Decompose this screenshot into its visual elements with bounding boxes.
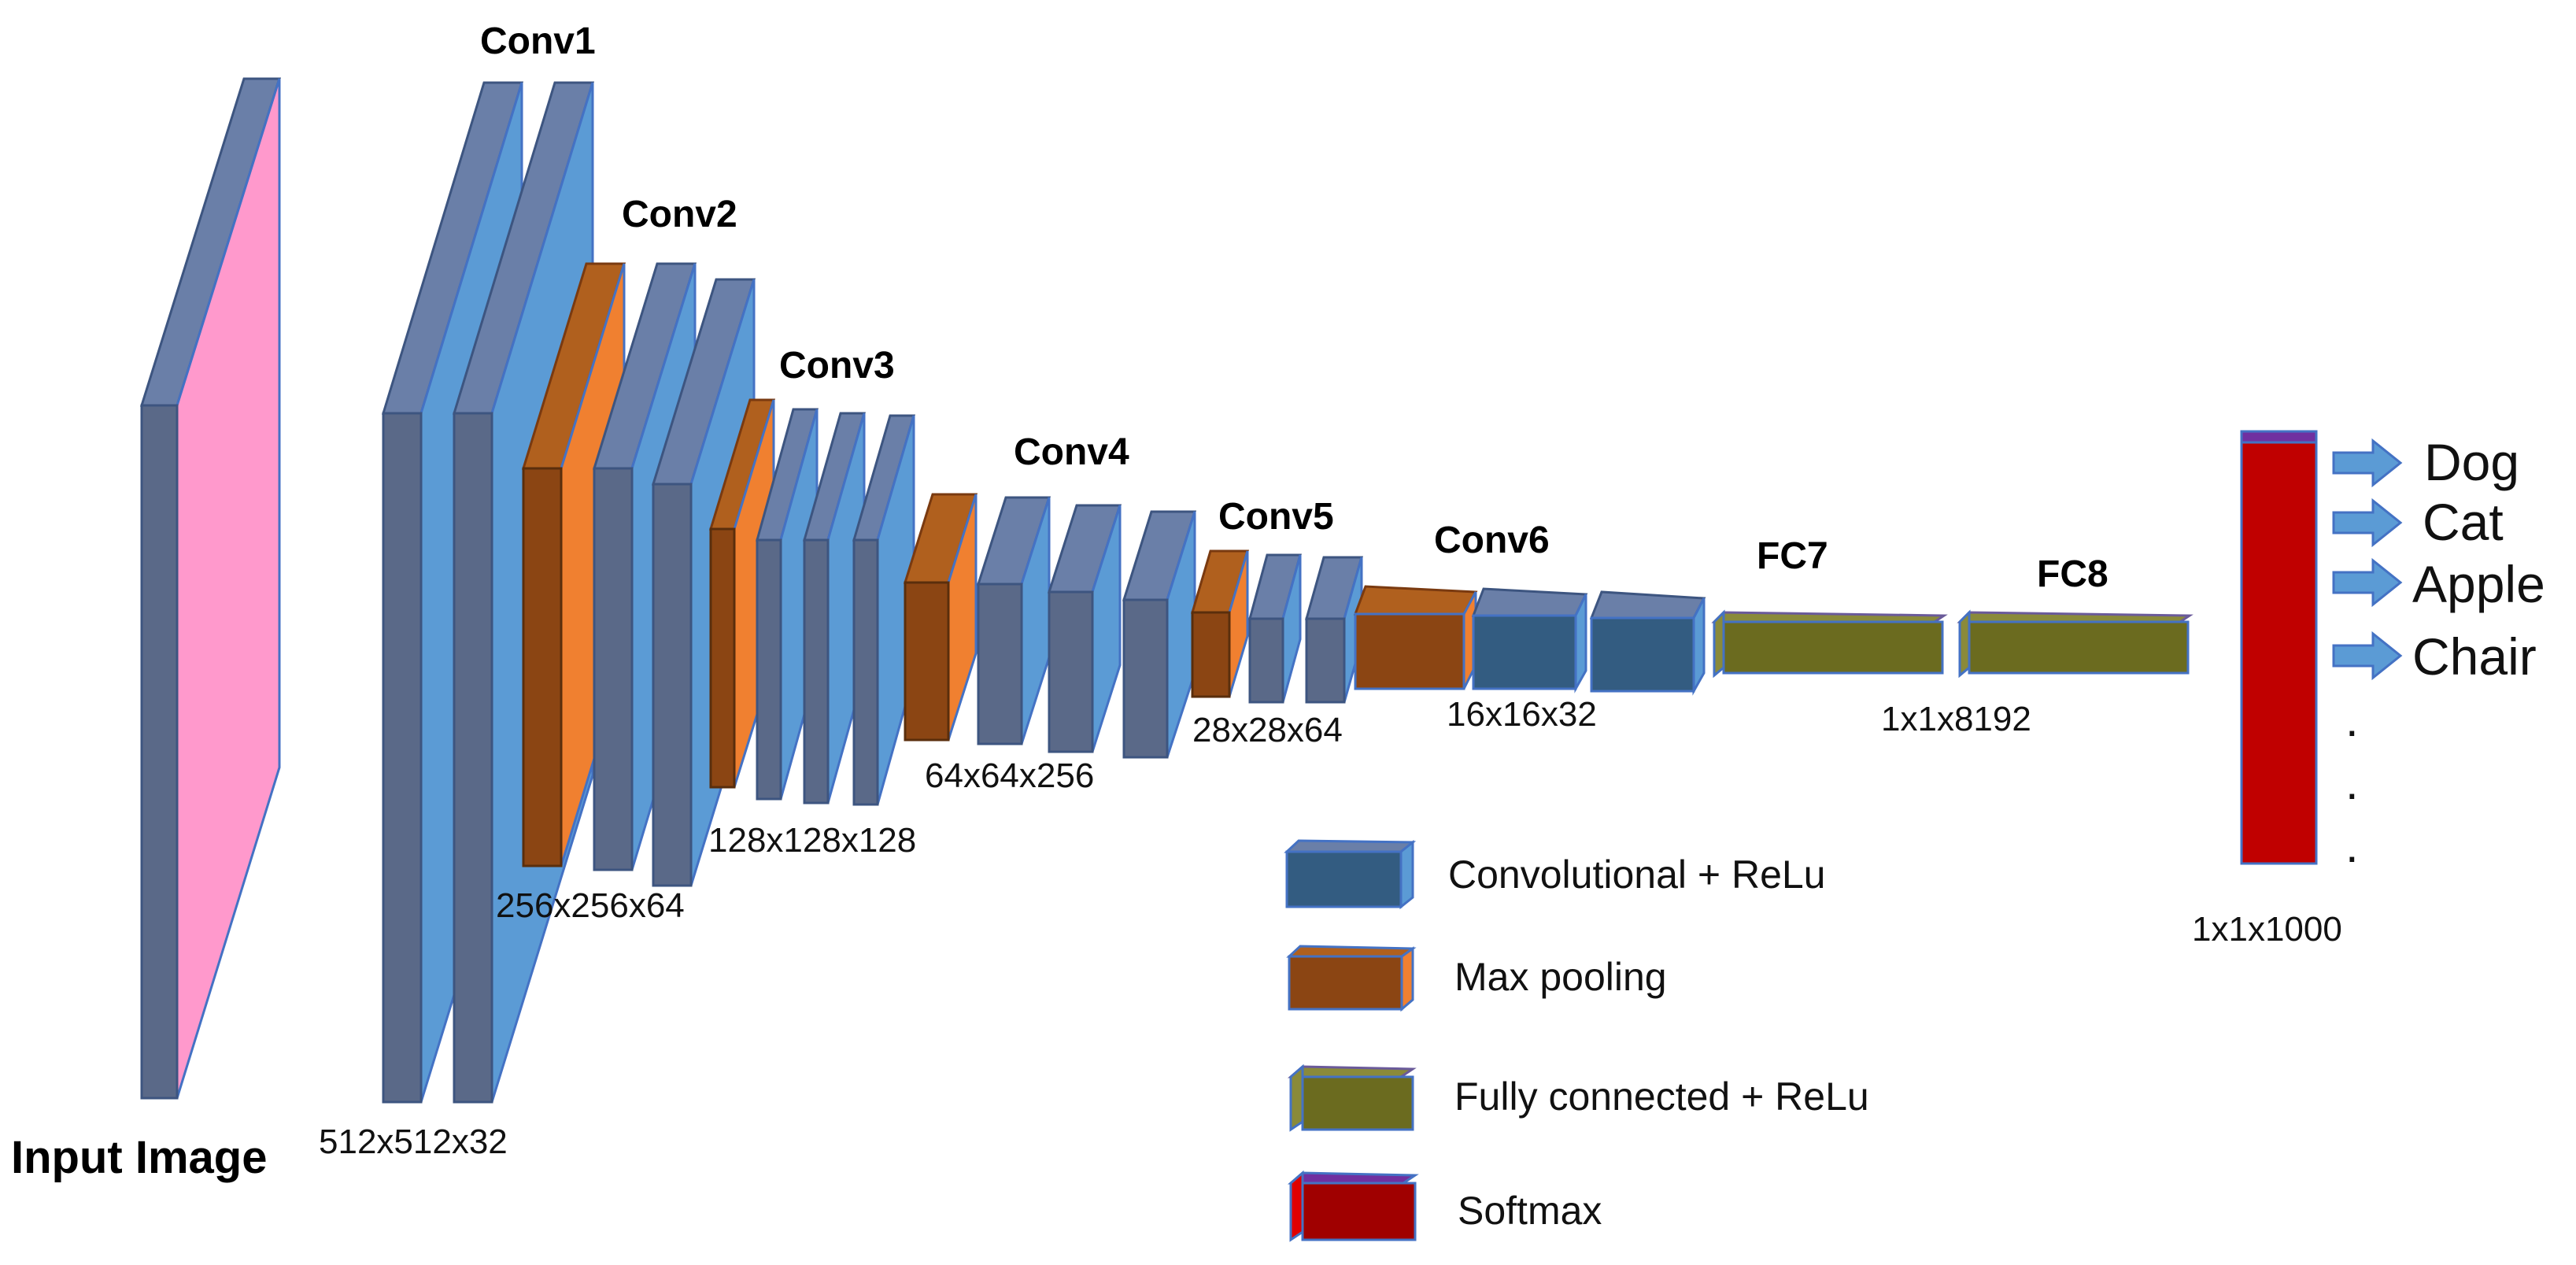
dim-conv2: 256x256x64 (496, 886, 685, 925)
legend-swatch-conv (1284, 839, 1417, 910)
conv3-block (708, 398, 915, 806)
dim-conv1: 512x512x32 (319, 1123, 508, 1161)
output-label-chair: Chair (2412, 627, 2537, 686)
legend-label-pool: Max pooling (1454, 955, 1667, 999)
softmax-block (2240, 430, 2318, 865)
dim-conv6: 16x16x32 (1447, 695, 1597, 734)
label-input-image: Input Image (11, 1132, 267, 1183)
label-fc8: FC8 (2037, 553, 2108, 595)
legend-label-fc: Fully connected + ReLu (1454, 1075, 1869, 1119)
label-conv1: Conv1 (480, 20, 596, 62)
ellipsis-dot: . (2345, 694, 2359, 746)
conv2-block (521, 262, 756, 887)
arrow-right-icon (2332, 557, 2403, 608)
arrow-right-icon (2332, 497, 2403, 548)
arrow-right-icon (2332, 631, 2403, 681)
conv5-block (1190, 549, 1363, 704)
ellipsis-dot: . (2345, 819, 2359, 872)
dim-conv5: 28x28x64 (1192, 711, 1343, 749)
label-conv5: Conv5 (1218, 496, 1334, 538)
legend: Convolutional + ReLu Max pooling Fully c… (1284, 839, 1869, 1242)
output-arrows (2332, 438, 2403, 681)
label-conv6: Conv6 (1434, 520, 1550, 561)
fc7-block (1711, 609, 1948, 679)
legend-label-conv: Convolutional + ReLu (1448, 853, 1826, 897)
input-image-block (139, 77, 282, 1100)
arrow-right-icon (2332, 438, 2403, 488)
output-label-cat: Cat (2423, 493, 2504, 551)
label-conv2: Conv2 (622, 194, 737, 235)
legend-swatch-pool (1286, 945, 1417, 1012)
fc8-block (1957, 609, 2193, 679)
output-label-dog: Dog (2424, 433, 2519, 491)
legend-swatch-softmax (1287, 1170, 1419, 1242)
legend-swatch-fc (1287, 1063, 1417, 1132)
legend-label-softmax: Softmax (1458, 1189, 1602, 1233)
dim-conv3: 128x128x128 (708, 821, 916, 860)
label-fc7: FC7 (1757, 535, 1828, 577)
dim-conv4: 64x64x256 (925, 756, 1094, 795)
dim-fc8: 1x1x8192 (1881, 700, 2031, 738)
label-conv3: Conv3 (779, 345, 895, 387)
ellipsis-dot: . (2345, 756, 2359, 809)
dim-softmax: 1x1x1000 (2192, 910, 2342, 949)
label-conv4: Conv4 (1014, 431, 1129, 473)
output-label-apple: Apple (2412, 555, 2545, 613)
conv6-block (1353, 585, 1706, 696)
conv4-block (903, 493, 1197, 759)
